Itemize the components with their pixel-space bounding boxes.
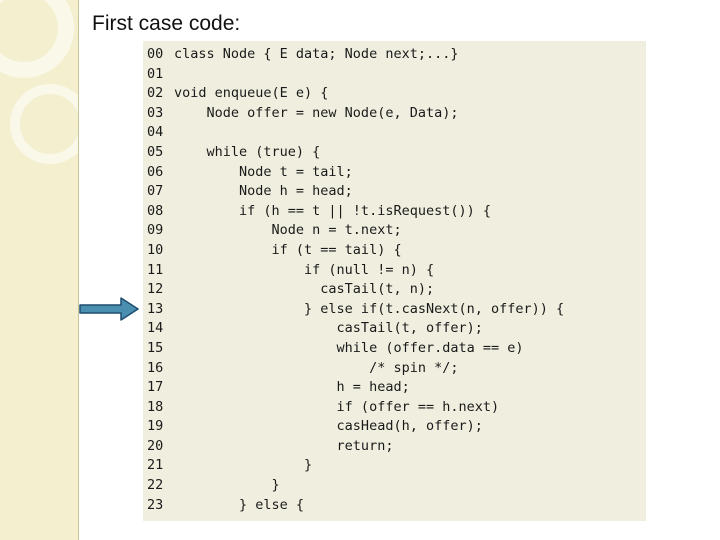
- line-number: 02: [147, 85, 164, 102]
- code-line: 14 casTail(t, offer);: [143, 319, 646, 339]
- code-line: 02 void enqueue(E e) {: [143, 84, 646, 104]
- code-text: while (offer.data == e): [174, 339, 524, 356]
- decorative-ring: [10, 84, 78, 164]
- code-text: if (null != n) {: [174, 261, 435, 278]
- code-line: 18 if (offer == h.next): [143, 398, 646, 418]
- line-number: 20: [147, 437, 164, 454]
- line-number: 12: [147, 281, 164, 298]
- code-line: 07 Node h = head;: [143, 182, 646, 202]
- code-text: h = head;: [174, 379, 410, 396]
- code-text: if (h == t || !t.isRequest()) {: [174, 202, 491, 219]
- line-number: 17: [147, 379, 164, 396]
- code-text: class Node { E data; Node next;...}: [174, 46, 459, 62]
- line-number: 03: [147, 104, 164, 121]
- side-decoration-strip: [0, 0, 79, 540]
- code-text: } else {: [174, 496, 305, 513]
- code-line: 05 while (true) {: [143, 143, 646, 163]
- code-text: } else if(t.casNext(n, offer)) {: [174, 300, 565, 317]
- code-line: 13 } else if(t.casNext(n, offer)) {: [143, 300, 646, 320]
- code-text: Node t = tail;: [174, 163, 353, 180]
- code-line: 12 casTail(t, n);: [143, 280, 646, 300]
- code-line: 11 if (null != n) {: [143, 261, 646, 281]
- line-number: 21: [147, 457, 164, 474]
- code-text: Node offer = new Node(e, Data);: [174, 104, 459, 121]
- line-number: 08: [147, 202, 164, 219]
- code-line: 00 class Node { E data; Node next;...}: [143, 45, 646, 65]
- line-number: 18: [147, 398, 164, 415]
- code-text: casHead(h, offer);: [174, 418, 483, 435]
- code-line: 09 Node n = t.next;: [143, 221, 646, 241]
- line-number: 15: [147, 339, 164, 356]
- code-text: Node n = t.next;: [174, 222, 402, 239]
- line-number: 16: [147, 359, 164, 376]
- code-line: 04: [143, 123, 646, 143]
- code-text: }: [174, 477, 280, 494]
- code-line: 20 return;: [143, 437, 646, 457]
- code-line: 16 /* spin */;: [143, 359, 646, 379]
- line-number: 13: [147, 300, 164, 317]
- code-text: return;: [174, 437, 394, 454]
- code-text: void enqueue(E e) {: [174, 85, 329, 102]
- line-number: 22: [147, 477, 164, 494]
- line-number: 19: [147, 418, 164, 435]
- code-text: if (offer == h.next): [174, 398, 500, 415]
- code-line: 21 }: [143, 456, 646, 476]
- line-number: 23: [147, 496, 164, 513]
- line-number: 10: [147, 241, 164, 258]
- code-text: }: [174, 457, 313, 474]
- code-text: casTail(t, n);: [174, 281, 435, 298]
- code-text: /* spin */;: [174, 359, 459, 376]
- code-line: 22 }: [143, 476, 646, 496]
- slide-title: First case code:: [92, 12, 241, 35]
- code-line: 08 if (h == t || !t.isRequest()) {: [143, 202, 646, 222]
- code-line: 19 casHead(h, offer);: [143, 417, 646, 437]
- code-text: Node h = head;: [174, 183, 353, 200]
- code-text: casTail(t, offer);: [174, 320, 483, 337]
- line-number: 11: [147, 261, 164, 278]
- code-line: 03 Node offer = new Node(e, Data);: [143, 104, 646, 124]
- line-number: 09: [147, 222, 164, 239]
- code-line: 06 Node t = tail;: [143, 163, 646, 183]
- code-text: while (true) {: [174, 143, 321, 160]
- code-line: 23 } else {: [143, 496, 646, 516]
- line-number: 00: [147, 46, 164, 62]
- code-line: 17 h = head;: [143, 378, 646, 398]
- line-number: 05: [147, 143, 164, 160]
- line-number: 04: [147, 124, 164, 141]
- line-number: 01: [147, 65, 164, 82]
- code-line: 01: [143, 65, 646, 85]
- line-number: 07: [147, 183, 164, 200]
- line-number: 06: [147, 163, 164, 180]
- decorative-ring: [0, 0, 74, 78]
- right-arrow-icon: [79, 297, 139, 321]
- code-line: 10 if (t == tail) {: [143, 241, 646, 261]
- line-number: 14: [147, 320, 164, 337]
- code-line: 15 while (offer.data == e): [143, 339, 646, 359]
- code-text: if (t == tail) {: [174, 241, 402, 258]
